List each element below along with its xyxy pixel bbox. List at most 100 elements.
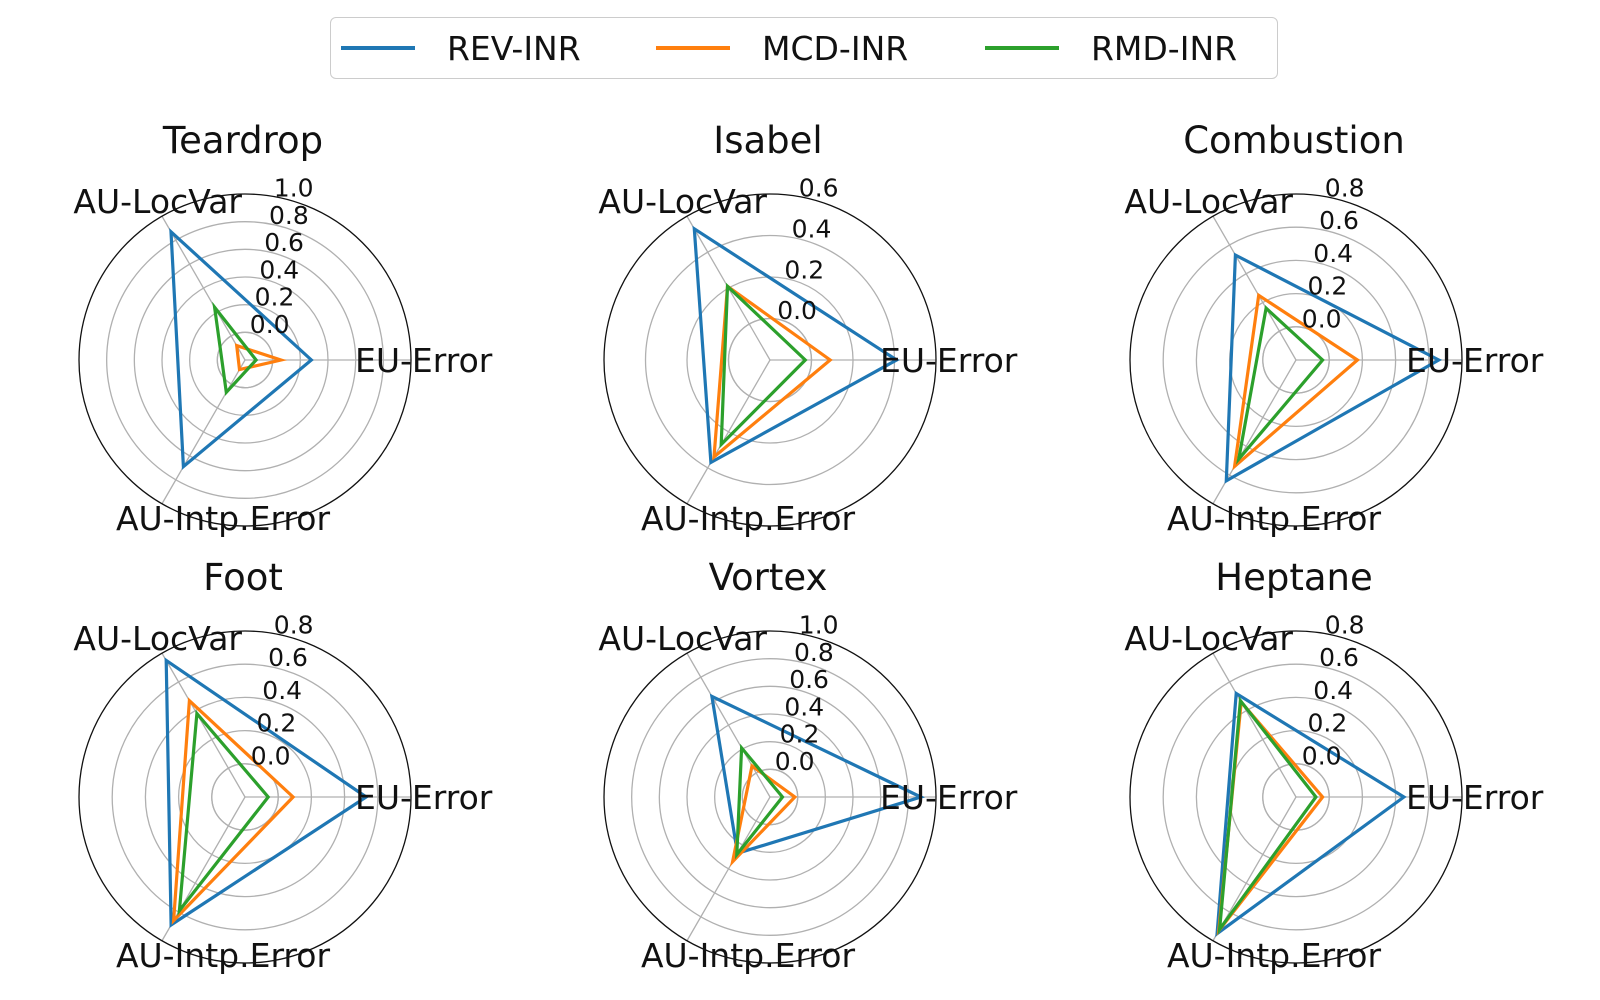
radial-tick-label: 0.4 [259,255,299,284]
series-rmd-inr-line [212,301,259,396]
outer-frame [603,193,937,527]
radial-tick-label: 0.2 [1308,709,1348,738]
axis-label-au-intp-error: AU-Intp.Error [641,936,856,975]
radial-tick-label: 0.0 [251,741,291,770]
radial-tick-label: 0.2 [784,255,824,284]
radial-tick-label: 0.4 [792,214,832,243]
axis-label-au-locvar: AU-LocVar [598,182,767,221]
grid-spoke [686,796,771,942]
chart-title: Combustion [1183,119,1405,162]
axis-label-au-locvar: AU-LocVar [1124,619,1293,658]
radar-chart-vortex: 0.00.20.40.60.81.0EU-ErrorAU-LocVarAU-In… [598,556,1017,975]
radial-tick-label: 0.2 [780,720,820,749]
axis-label-au-locvar: AU-LocVar [598,619,767,658]
radial-tick-label: 0.2 [255,283,295,312]
grid-spoke [161,215,246,361]
outer-frame [78,193,412,527]
series-rev-inr-line [169,227,314,470]
radial-tick-label: 0.0 [1302,304,1342,333]
radar-chart-teardrop: 0.00.20.40.60.81.0EU-Error AU-LocVarAU-In… [73,119,492,538]
radial-tick-label: 0.8 [1325,611,1365,640]
series-mcd-inr-line [712,283,833,461]
radial-tick-label: 0.4 [1313,239,1353,268]
radial-tick-label: 0.4 [262,676,302,705]
series-rmd-inr-line [177,709,271,916]
legend-swatch-rev-inr [341,46,415,50]
axis-label-eu-error: EU-Error [355,778,493,817]
radar-chart-isabel: 0.0 0.2 0.4 0.6EU-Error AU-LocVarAU-Intp.Err… [598,119,1017,538]
grid-spoke [686,359,771,505]
axis-label-eu-error: EU-Error [1406,341,1544,380]
series-mcd-inr-line [729,763,798,867]
legend-item-mcd-inr: MCD-INR [656,18,908,78]
legend-swatch-mcd-inr [656,46,730,50]
radial-tick-label: 0.4 [784,692,824,721]
radial-tick-label: 0.6 [799,174,839,203]
grid-spoke [686,652,771,798]
legend-label-rmd-inr: RMD-INR [1091,28,1238,68]
series-rev-inr-line [164,657,370,928]
legend-label-rev-inr: REV-INR [447,28,581,68]
series-rev-inr-line [709,693,926,856]
radial-tick-label: 0.6 [1319,206,1359,235]
axis-label-au-intp-error: AU-Intp.Error [116,499,331,538]
radar-chart-combustion: 0.0 0.2 0.4 0.6 0.8EU-Error AU-LocVarAU-Intp.… [1124,119,1543,538]
axis-label-au-intp-error: AU-Intp.Error [1167,936,1382,975]
radial-tick-label: 0.4 [1313,676,1353,705]
axis-label-eu-error: EU-Error [880,778,1018,817]
chart-title: Vortex [709,556,828,599]
radial-tick-label: 0.6 [789,665,829,694]
chart-title: Foot [203,556,283,599]
axis-label-eu-error: EU-Error [355,341,493,380]
outer-frame [1129,630,1463,964]
radial-tick-label: 0.2 [1308,272,1348,301]
radial-tick-label: 1.0 [274,174,314,203]
grid-spoke [1212,215,1297,361]
outer-frame [603,630,937,964]
radial-tick-label: 0.6 [264,228,304,257]
axis-label-eu-error: EU-Error [880,341,1018,380]
outer-frame [78,630,412,964]
axis-label-au-intp-error: AU-Intp.Error [116,936,331,975]
radial-tick-label: 0.8 [794,638,834,667]
series-rev-inr-line [692,225,900,466]
axis-label-eu-error: EU-Error [1406,778,1544,817]
radar-chart-heptane: 0.0 0.2 0.4 0.6 0.8EU-Error AU-LocVarAU-Intp.… [1124,556,1543,975]
radial-tick-label: 0.6 [268,643,308,672]
chart-title: Teardrop [162,119,323,162]
axis-label-au-intp-error: AU-Intp.Error [1167,499,1382,538]
chart-title: Isabel [713,119,822,162]
radial-tick-label: 0.0 [250,310,290,339]
chart-title: Heptane [1215,556,1372,599]
grid-spoke [161,652,246,798]
series-mcd-inr-line [171,697,296,925]
radar-chart-foot: 0.00.20.40.60.8EU-ErrorAU-LocVarAU-Intp.… [73,556,492,975]
series-rev-inr-line [1224,252,1443,484]
series-rmd-inr-line [1236,305,1325,465]
radial-tick-label: 0.8 [269,201,309,230]
axis-label-au-locvar: AU-LocVar [73,182,242,221]
radial-tick-label: 0.2 [257,709,297,738]
radial-tick-label: 0.6 [1319,643,1359,672]
legend-item-rev-inr: REV-INR [341,18,581,78]
legend-label-mcd-inr: MCD-INR [762,28,909,68]
axis-label-au-locvar: AU-LocVar [1124,182,1293,221]
series-rev-inr-line [1215,690,1407,937]
radial-tick-label: 0.8 [1325,174,1365,203]
radial-tick-label: 0.8 [274,611,314,640]
axis-label-au-intp-error: AU-Intp.Error [641,499,856,538]
radial-tick-label: 0.0 [777,296,817,325]
grid-spoke [1212,652,1297,798]
outer-frame [1129,193,1463,527]
legend: REV-INR MCD-INR RMD-INR [330,17,1278,79]
legend-item-rmd-inr: RMD-INR [985,18,1237,78]
grid-spoke [161,359,246,505]
series-rmd-inr-line [719,282,808,449]
radial-tick-label: 1.0 [799,611,839,640]
series-rmd-inr-line [734,743,785,860]
series-mcd-inr-line [1232,292,1361,471]
series-rmd-inr-line [1217,696,1318,935]
legend-swatch-rmd-inr [985,46,1059,50]
radial-tick-label: 0.0 [1302,741,1342,770]
